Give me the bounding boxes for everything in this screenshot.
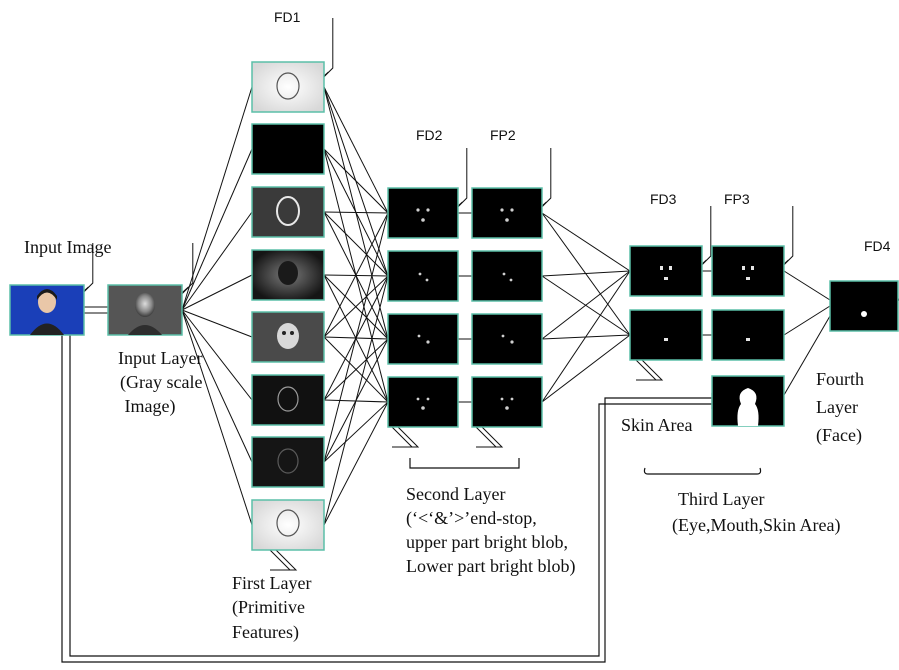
input-layer-plane xyxy=(107,284,183,336)
third-layer-caption: Third Layer (Eye,Mouth,Skin Area) xyxy=(672,489,840,536)
fp2-label: FP2 xyxy=(490,127,516,143)
connection-line xyxy=(323,401,389,526)
svg-text:First Layer: First Layer xyxy=(232,573,311,593)
fp3-plane-2 xyxy=(711,309,785,361)
fp3-plane-1 xyxy=(711,245,785,297)
layer-brackets xyxy=(409,458,762,475)
input-image xyxy=(9,284,85,336)
fp2-plane-1 xyxy=(471,187,543,239)
connection-line xyxy=(181,211,253,311)
connection-line xyxy=(181,86,253,311)
svg-text:Features): Features) xyxy=(232,622,299,643)
fd1-lower-outline xyxy=(269,549,298,571)
connection-line xyxy=(323,275,389,338)
second-layer-bracket xyxy=(409,458,520,469)
connection-line xyxy=(541,212,631,272)
svg-text:Third Layer: Third Layer xyxy=(678,489,764,509)
connection-line xyxy=(541,270,631,403)
first-layer-caption: First Layer (Primitive Features) xyxy=(232,573,311,643)
fd4-label: FD4 xyxy=(864,238,891,254)
fd2-plane-2 xyxy=(387,250,459,302)
fd3-plane-1 xyxy=(629,245,703,297)
connection-line xyxy=(181,309,253,401)
fd1-plane-3 xyxy=(251,186,325,238)
connection-line xyxy=(541,334,631,403)
fd3-fp3-planes xyxy=(629,245,785,427)
connection-line xyxy=(323,148,389,214)
fp2-lower-outline xyxy=(475,426,504,448)
connection-line xyxy=(783,315,831,396)
svg-text:Lower part bright blob): Lower part bright blob) xyxy=(406,556,575,577)
svg-text:(Gray scale: (Gray scale xyxy=(120,372,202,393)
fd1-planes xyxy=(251,61,325,551)
fd1-label: FD1 xyxy=(274,9,301,25)
fd1-plane-7 xyxy=(251,436,325,488)
svg-text:Second Layer: Second Layer xyxy=(406,484,505,504)
third-layer-bracket xyxy=(643,467,762,475)
connection-line xyxy=(323,401,389,463)
connection-line xyxy=(323,212,389,463)
fd1-plane-1 xyxy=(251,61,325,113)
fp3-label: FP3 xyxy=(724,191,750,207)
connection-lines xyxy=(84,86,831,526)
fd1-plane-6 xyxy=(251,374,325,426)
connection-line xyxy=(323,338,389,401)
connection-line xyxy=(541,270,631,340)
connection-line xyxy=(323,86,389,214)
fd2-plane-1 xyxy=(387,187,459,239)
svg-text:(Eye,Mouth,Skin Area): (Eye,Mouth,Skin Area) xyxy=(672,515,840,536)
svg-text:Fourth: Fourth xyxy=(816,369,864,389)
connection-line xyxy=(323,212,389,338)
connection-line xyxy=(181,309,253,526)
fd3-plane-2 xyxy=(629,309,703,361)
connection-line xyxy=(181,309,253,463)
fd1-plane-2 xyxy=(251,123,325,175)
svg-text:upper part bright blob,: upper part bright blob, xyxy=(406,532,568,552)
fd2-label: FD2 xyxy=(416,127,443,143)
fd2-lower-outline xyxy=(391,426,420,448)
fd1-plane-8 xyxy=(251,499,325,551)
second-layer-caption: Second Layer (‘<‘&’>’end-stop, upper par… xyxy=(406,484,575,577)
fourth-layer-caption: Fourth Layer (Face) xyxy=(816,369,864,446)
svg-text:(Face): (Face) xyxy=(816,425,862,446)
connection-line xyxy=(181,148,253,311)
svg-text:Layer: Layer xyxy=(816,397,858,417)
connection-line xyxy=(323,211,389,277)
svg-text:Input Layer: Input Layer xyxy=(118,348,202,368)
fd2-plane-4 xyxy=(387,376,459,428)
connection-line xyxy=(181,309,253,338)
fd2-fp2-planes xyxy=(387,187,543,428)
connection-line xyxy=(541,270,631,277)
fd2-plane-3 xyxy=(387,313,459,365)
svg-text:Image): Image) xyxy=(120,396,175,417)
input-layer-caption: Input Layer (Gray scale Image) xyxy=(118,348,202,417)
fp2-plane-4 xyxy=(471,376,543,428)
connection-line xyxy=(323,275,389,526)
fd3-lower-outline xyxy=(635,359,664,381)
connection-line xyxy=(323,211,389,214)
fd3-label: FD3 xyxy=(650,191,677,207)
connection-line xyxy=(783,270,831,301)
connection-line xyxy=(181,274,253,311)
skin-area-label: Skin Area xyxy=(621,415,693,435)
fp2-plane-3 xyxy=(471,313,543,365)
fp2-plane-2 xyxy=(471,250,543,302)
svg-text:(‘<‘&’>’end-stop,: (‘<‘&’>’end-stop, xyxy=(406,508,537,529)
input-image-title: Input Image xyxy=(24,237,111,257)
fd4-plane xyxy=(829,280,899,332)
svg-text:(Primitive: (Primitive xyxy=(232,597,305,618)
connection-line xyxy=(783,305,831,336)
